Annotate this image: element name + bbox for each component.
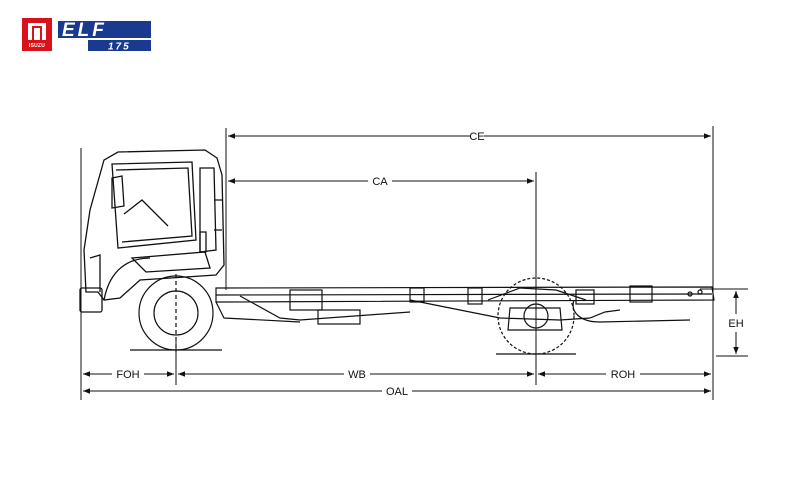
elf-wordmark: ELF 175 xyxy=(58,20,151,53)
front-wheel xyxy=(130,274,222,352)
truck-cab xyxy=(79,149,225,313)
ce-label: CE xyxy=(469,131,484,143)
model-number-text: 175 xyxy=(108,42,131,53)
foh-label: FOH xyxy=(116,369,139,381)
isuzu-emblem-icon xyxy=(28,23,46,40)
ca-label: CA xyxy=(372,176,388,188)
isuzu-badge: ISUZU xyxy=(22,18,52,51)
wb-label: WB xyxy=(348,369,366,381)
isuzu-badge-text: ISUZU xyxy=(29,43,45,49)
chassis-frame xyxy=(215,285,715,325)
oal-label: OAL xyxy=(386,386,408,398)
rear-wheel xyxy=(496,277,576,355)
elf-wordmark-text: ELF xyxy=(62,20,107,41)
roh-label: ROH xyxy=(611,369,636,381)
isuzu-elf-logo: ISUZU ELF 175 xyxy=(22,18,152,52)
eh-label: EH xyxy=(728,318,743,330)
